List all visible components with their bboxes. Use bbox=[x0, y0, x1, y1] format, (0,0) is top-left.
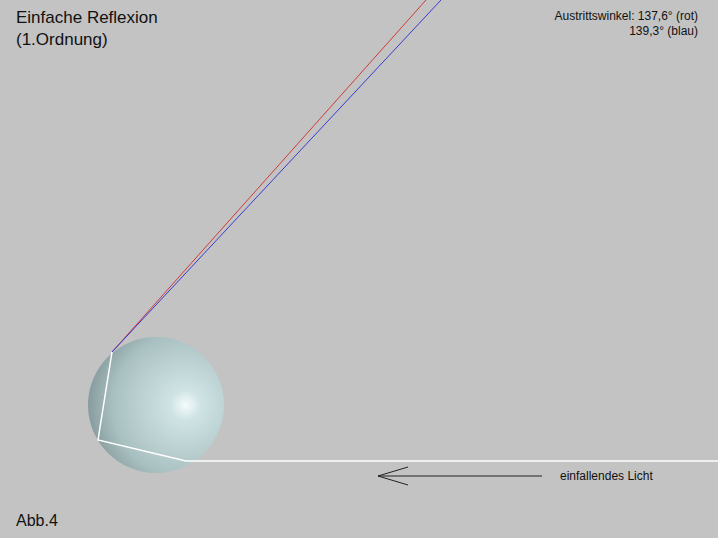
direction-arrow bbox=[378, 476, 542, 477]
arrow-head bbox=[378, 467, 408, 485]
light-label: einfallendes Licht bbox=[560, 469, 653, 483]
blue-ray bbox=[112, 0, 441, 352]
light-path bbox=[98, 352, 718, 461]
title: Einfache Reflexion bbox=[16, 8, 158, 28]
figure-number: Abb.4 bbox=[16, 512, 58, 530]
angle-label: Austrittswinkel: 137,6° (rot) bbox=[554, 9, 698, 23]
red-ray bbox=[112, 0, 426, 352]
angle-label: 139,3° (blau) bbox=[629, 24, 698, 38]
water-drop bbox=[88, 337, 224, 473]
subtitle: (1.Ordnung) bbox=[16, 30, 108, 50]
